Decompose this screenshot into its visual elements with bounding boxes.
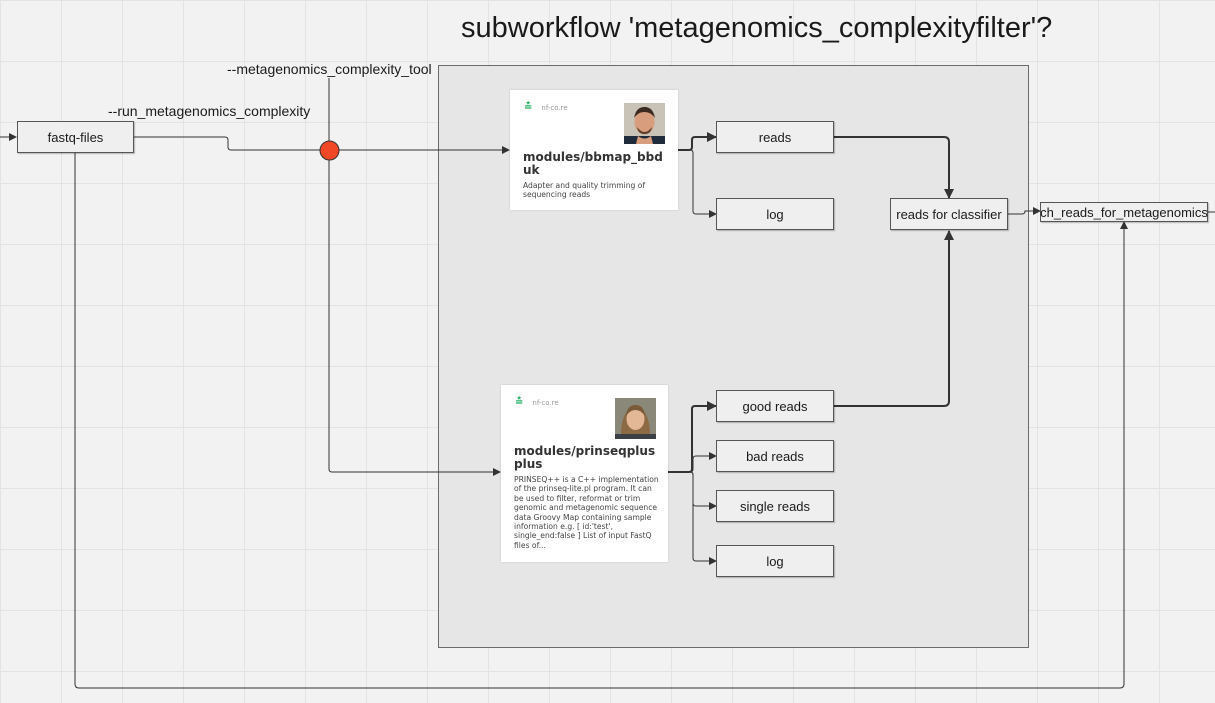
junction-node[interactable] bbox=[319, 140, 340, 161]
node-log-prinseq[interactable]: log bbox=[716, 545, 834, 577]
module-description: Adapter and quality trimming of sequenci… bbox=[523, 181, 646, 200]
module-site-label: nf-co.re bbox=[532, 398, 559, 407]
maintainer-avatar bbox=[624, 103, 665, 144]
module-name: modules/prinseqplusplus bbox=[514, 444, 656, 471]
param-run-complexity: --run_metagenomics_complexity bbox=[108, 103, 311, 119]
param-complexity-tool: --metagenomics_complexity_tool bbox=[227, 61, 432, 77]
node-bad-reads[interactable]: bad reads bbox=[716, 440, 834, 472]
node-reads[interactable]: reads bbox=[716, 121, 834, 153]
nf-core-logo-icon: ≛ bbox=[515, 397, 524, 408]
module-card-prinseqplusplus[interactable]: ≛ nf-co.re modules/prinseqplusplus PRINS… bbox=[501, 385, 668, 562]
module-site-link: ≛ nf-co.re bbox=[515, 397, 559, 408]
node-reads-for-classifier[interactable]: reads for classifier bbox=[890, 198, 1008, 230]
node-good-reads[interactable]: good reads bbox=[716, 390, 834, 422]
node-single-reads[interactable]: single reads bbox=[716, 490, 834, 522]
module-description: PRINSEQ++ is a C++ implementation of the… bbox=[514, 475, 659, 550]
module-name: modules/bbmap_bbduk bbox=[523, 150, 663, 177]
maintainer-avatar bbox=[615, 398, 656, 439]
module-card-bbduk[interactable]: ≛ nf-co.re modules/bbmap_bbduk Adapter a… bbox=[510, 90, 678, 210]
node-ch-reads-for-metagenomics[interactable]: ch_reads_for_metagenomics bbox=[1040, 202, 1208, 222]
nf-core-logo-icon: ≛ bbox=[524, 102, 533, 113]
module-site-link: ≛ nf-co.re bbox=[524, 102, 568, 113]
module-site-label: nf-co.re bbox=[541, 103, 568, 112]
node-log-bbduk[interactable]: log bbox=[716, 198, 834, 230]
diagram-title: subworkflow 'metagenomics_complexityfilt… bbox=[461, 12, 1053, 44]
node-fastq-files[interactable]: fastq-files bbox=[17, 121, 134, 153]
